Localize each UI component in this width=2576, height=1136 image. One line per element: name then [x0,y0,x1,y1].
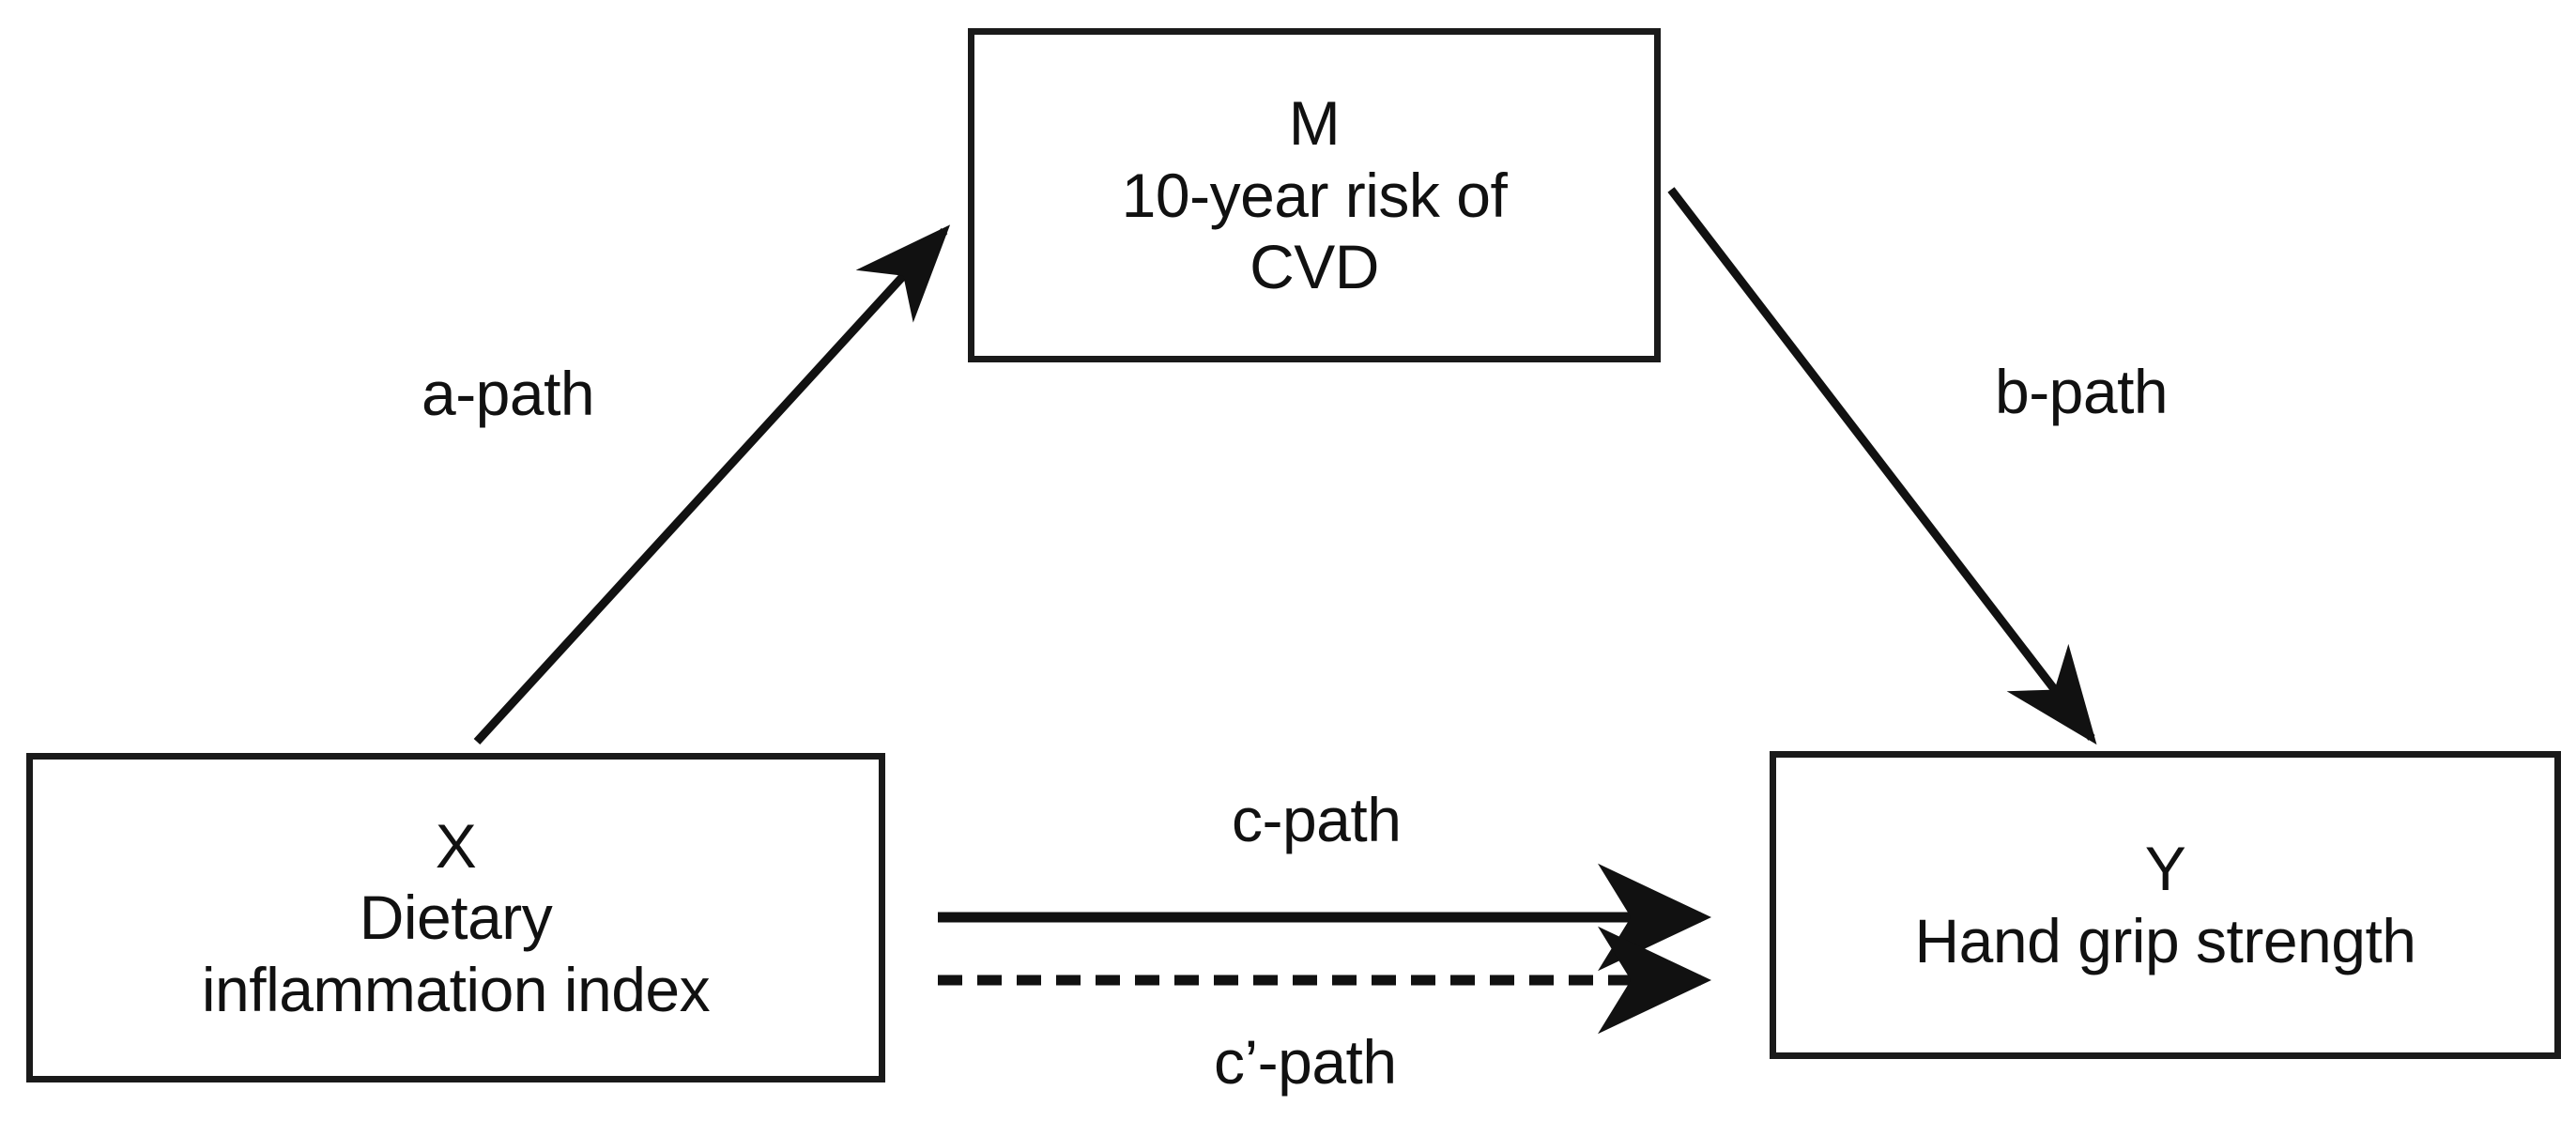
node-x-symbol: X [435,810,477,881]
node-mediator-m[interactable]: M 10-year risk of CVD [968,28,1661,362]
node-independent-x[interactable]: X Dietary inflammation index [26,753,885,1082]
node-x-label-line-1: Dietary [359,883,553,953]
edge-b-path-arrow [1667,187,2097,745]
edge-label-c-prime-path: c’-path [1214,1027,1397,1097]
node-m-symbol: M [1288,88,1341,159]
node-m-label-line-2: CVD [1250,232,1379,302]
edge-label-a-path: a-path [422,359,595,428]
edge-label-b-path: b-path [1995,357,2169,426]
node-y-label-line-1: Hand grip strength [1914,906,2417,975]
node-y-symbol: Y [2144,834,2186,904]
node-x-label-line-2: inflammation index [201,954,711,1024]
node-m-label-line-1: 10-year risk of [1121,160,1508,230]
node-dependent-y[interactable]: Y Hand grip strength [1770,751,2561,1059]
edge-label-c-path: c-path [1232,785,1402,854]
edge-a-path-arrow [473,224,951,745]
